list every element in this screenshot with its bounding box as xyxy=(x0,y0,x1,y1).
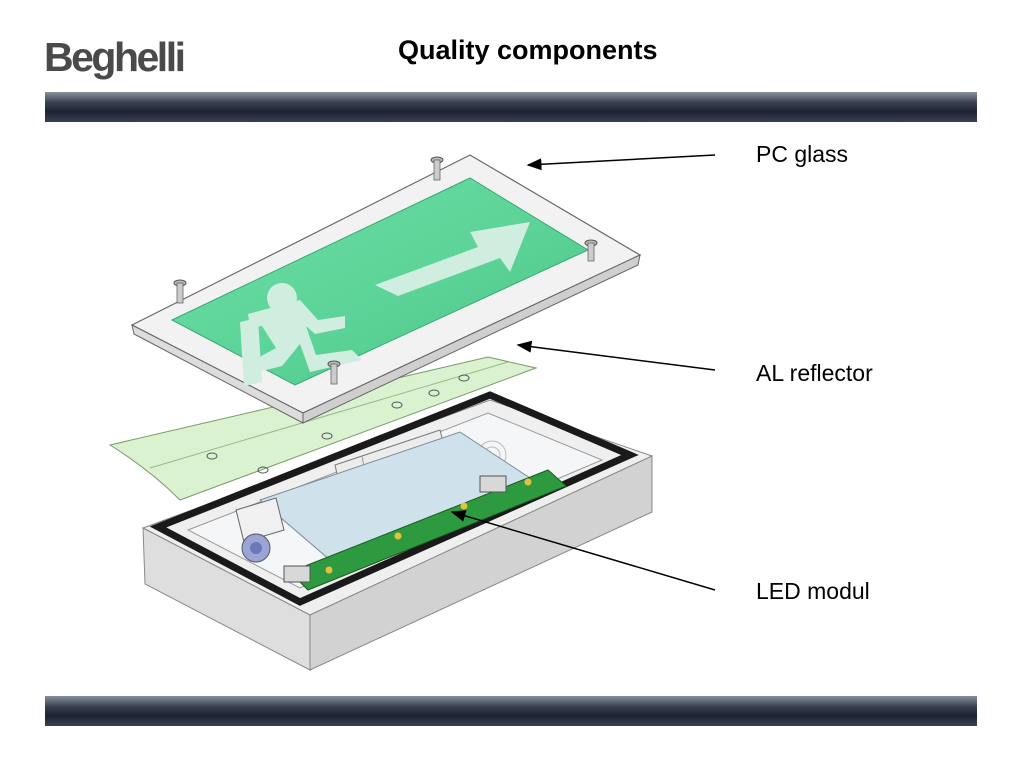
callout-arrow-al-reflector xyxy=(516,340,716,371)
callout-label-led-modul: LED modul xyxy=(756,578,870,604)
al-reflector xyxy=(108,356,538,501)
callout-arrow-pc-glass xyxy=(526,154,716,171)
screw-icon xyxy=(430,156,444,181)
screw-icon xyxy=(327,360,341,385)
callout-arrow-led-modul xyxy=(450,510,716,591)
callout-label-pc-glass: PC glass xyxy=(756,141,849,167)
header-divider-bar xyxy=(45,92,977,122)
exit-arrow-icon xyxy=(375,222,530,296)
led-module xyxy=(283,469,567,591)
slide-title: Quality components xyxy=(398,35,658,65)
footer-divider-bar xyxy=(45,696,977,726)
driver-board xyxy=(235,431,532,563)
running-man-icon xyxy=(240,283,362,386)
screws xyxy=(173,156,598,385)
callout-label-al-reflector: AL reflector xyxy=(756,360,873,386)
beghelli-logo: Beghelli xyxy=(44,34,186,80)
screw-icon xyxy=(173,279,187,304)
screw-icon xyxy=(584,239,598,262)
